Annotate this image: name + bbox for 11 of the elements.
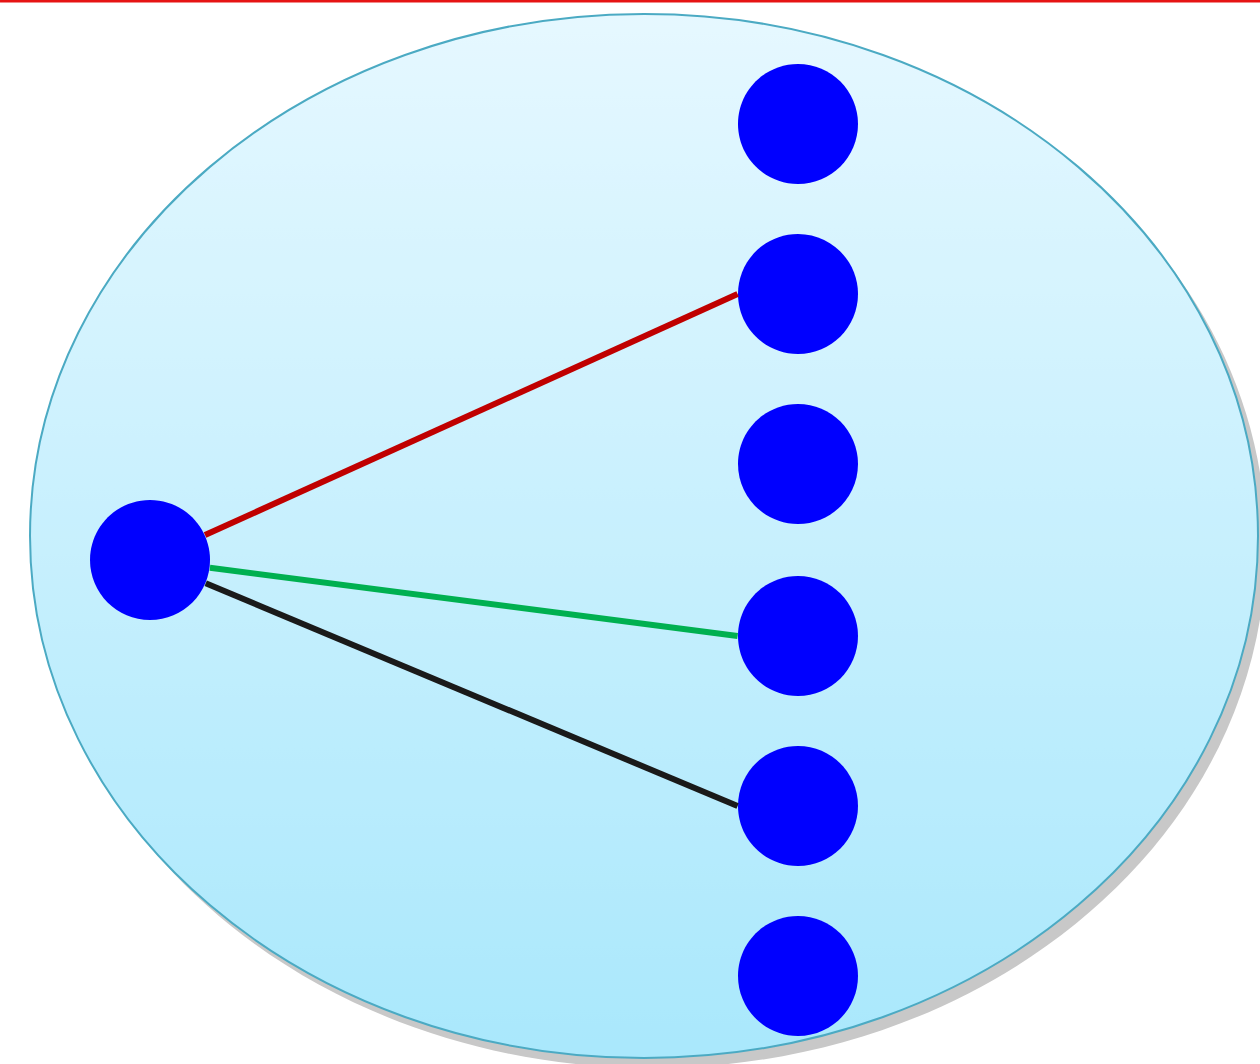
dot [738,916,858,1036]
connector-line [209,564,738,639]
connector-line [204,580,739,809]
dot [738,404,858,524]
connector-line [203,291,739,538]
dot [90,500,210,620]
dot [738,64,858,184]
dot [738,234,858,354]
dot [738,576,858,696]
ellipse-region [29,13,1259,1059]
dot [738,746,858,866]
